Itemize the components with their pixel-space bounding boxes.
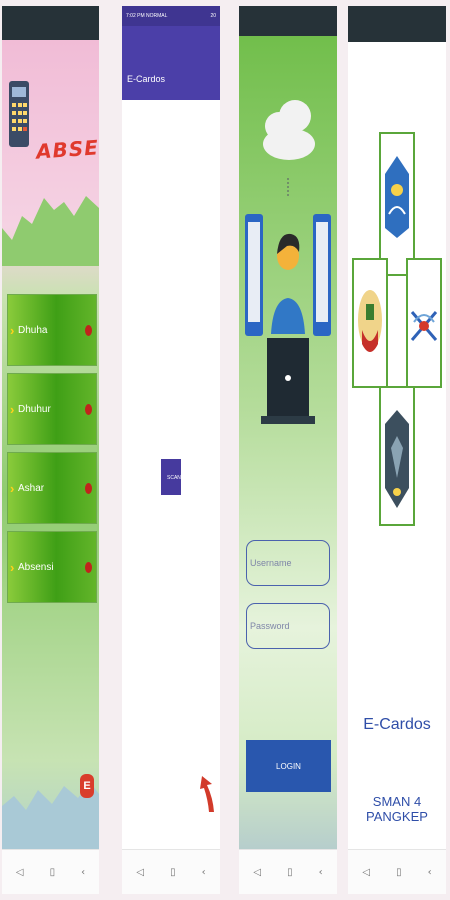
login-screen: LOGIN ◁ ▯ ‹ xyxy=(239,6,337,894)
school-logo-icon xyxy=(379,386,415,526)
menu-screen: ABSENSI › Dhuha › Dhuhur › Ashar › Absen… xyxy=(2,6,99,894)
menu-item-label: Ashar xyxy=(18,483,45,494)
nav-bar: ◁ ▯ ‹ xyxy=(2,849,99,894)
status-bar xyxy=(2,6,99,40)
status-time: 7:02 PM NORMAL xyxy=(126,13,168,19)
status-bar xyxy=(348,6,446,42)
chevron-right-icon: › xyxy=(10,402,15,417)
nav-home-icon[interactable]: ▯ xyxy=(396,866,402,878)
calculator-icon xyxy=(9,81,29,147)
cloud-icon xyxy=(263,100,315,160)
nav-bar: ◁ ▯ ‹ xyxy=(239,849,337,894)
chevron-right-icon: › xyxy=(10,560,15,575)
nav-back-icon[interactable]: ◁ xyxy=(136,866,145,878)
red-dot-icon xyxy=(85,562,92,573)
login-illustration xyxy=(245,100,331,424)
sulsel-logo-icon xyxy=(352,258,388,388)
nav-bar: ◁ ▯ ‹ xyxy=(348,849,446,894)
nav-bar: ◁ ▯ ‹ xyxy=(122,849,220,894)
mountain-decoration xyxy=(2,196,99,266)
splash-school-name: SMAN 4 PANGKEP xyxy=(366,794,428,824)
status-bar: 7:02 PM NORMAL 20 xyxy=(122,6,220,26)
back-arrow-icon[interactable] xyxy=(198,772,216,816)
menu-item-label: Dhuhur xyxy=(18,404,51,415)
pangkep-logo-icon xyxy=(406,258,442,388)
app-bar-title: E-Cardos xyxy=(127,74,166,84)
nav-back-icon[interactable]: ◁ xyxy=(253,866,262,878)
red-dot-icon xyxy=(85,483,92,494)
password-field[interactable] xyxy=(246,603,330,649)
menu-item-label: Absensi xyxy=(18,562,54,573)
scan-button[interactable]: SCAN xyxy=(161,459,181,495)
nav-recent-icon[interactable]: ‹ xyxy=(81,866,86,878)
menu-item-dhuha[interactable]: › Dhuha xyxy=(7,294,97,366)
menu-item-label: Dhuha xyxy=(18,325,48,336)
scanner-screen: 7:02 PM NORMAL 20 E-Cardos SCAN ◁ ▯ ‹ xyxy=(122,6,220,894)
red-dot-icon xyxy=(85,404,92,415)
menu-item-ashar[interactable]: › Ashar xyxy=(7,452,97,524)
tut-wuri-logo-icon xyxy=(379,132,415,276)
nav-back-icon[interactable]: ◁ xyxy=(15,866,24,878)
app-title: ABSENSI xyxy=(35,132,99,164)
chevron-right-icon: › xyxy=(10,481,15,496)
nav-home-icon[interactable]: ▯ xyxy=(287,866,293,878)
app-bar: E-Cardos xyxy=(122,26,220,100)
phone-icon xyxy=(313,214,331,336)
chevron-right-icon: › xyxy=(10,323,15,338)
menu-item-absensi[interactable]: › Absensi xyxy=(7,531,97,603)
nav-recent-icon[interactable]: ‹ xyxy=(427,866,432,878)
red-dot-icon xyxy=(85,325,92,336)
phone-icon xyxy=(245,214,263,336)
login-button[interactable]: LOGIN xyxy=(246,740,331,792)
e-logo-icon[interactable]: E xyxy=(80,774,94,798)
status-bar xyxy=(239,6,337,36)
bottom-mountain-decoration xyxy=(2,782,99,856)
nav-recent-icon[interactable]: ‹ xyxy=(201,866,206,878)
menu-item-dhuhur[interactable]: › Dhuhur xyxy=(7,373,97,445)
user-laptop-icon xyxy=(261,233,315,424)
nav-recent-icon[interactable]: ‹ xyxy=(318,866,323,878)
splash-screen: E-Cardos SMAN 4 PANGKEP ◁ ▯ ‹ xyxy=(348,6,446,894)
nav-back-icon[interactable]: ◁ xyxy=(362,866,371,878)
username-field[interactable] xyxy=(246,540,330,586)
nav-home-icon[interactable]: ▯ xyxy=(49,866,56,878)
splash-app-name: E-Cardos xyxy=(363,716,431,733)
status-indicators: 20 xyxy=(210,13,216,19)
nav-home-icon[interactable]: ▯ xyxy=(170,866,176,878)
